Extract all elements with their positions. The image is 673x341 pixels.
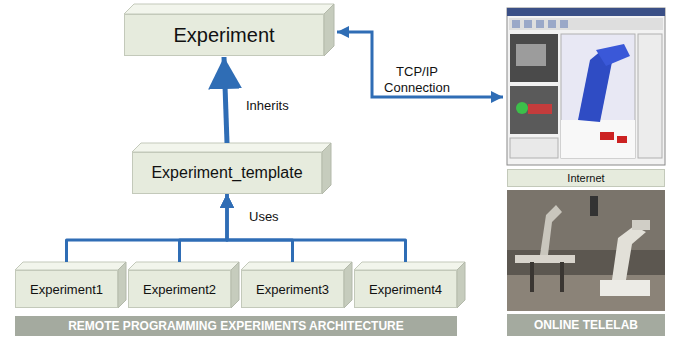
photo-table-leg: [560, 262, 564, 292]
node-label: Internet: [567, 172, 604, 184]
box-top-face: [241, 262, 352, 270]
node-label: Experiment1: [30, 282, 103, 297]
box-top-face: [124, 4, 334, 14]
edge-label: Uses: [247, 210, 281, 225]
toolbar-icon: [536, 20, 544, 28]
photo-robot: [612, 226, 646, 280]
box-side-face: [344, 262, 352, 308]
uses-connector: [227, 194, 293, 262]
window-toolbar: [509, 18, 663, 30]
box-top-face: [128, 262, 239, 270]
node-label: ONLINE TELELAB: [534, 318, 638, 332]
3d-view: [561, 34, 635, 158]
node-label: Experiment: [173, 24, 274, 47]
robot-arm-model: [596, 44, 630, 66]
experiment-box: Experiment1: [15, 270, 118, 308]
camera-marker: [516, 102, 528, 114]
experiment-box: Experiment4: [354, 270, 457, 308]
photo-background: [507, 190, 665, 311]
edge-label: Inherits: [244, 99, 291, 114]
toolbar-icon: [512, 20, 520, 28]
photo-robot-head: [632, 220, 650, 230]
window-frame: [507, 8, 665, 165]
photo-table: [515, 255, 575, 263]
architecture-band: REMOTE PROGRAMMING EXPERIMENTS ARCHITECT…: [15, 316, 457, 336]
box-top-face: [15, 262, 126, 270]
box-side-face: [324, 4, 334, 56]
side-panel: [638, 34, 662, 158]
photo-robot-table: [600, 280, 650, 296]
connection-label: TCP/IP Connection: [380, 64, 454, 95]
box-top-face: [132, 143, 331, 152]
class-box: Experiment: [124, 14, 324, 56]
inherits-arrow: [224, 57, 227, 143]
3d-floor: [561, 120, 635, 158]
class-box: Experiment_template: [132, 152, 322, 194]
photo-camera: [590, 196, 598, 216]
camera-view: [510, 86, 558, 134]
experiment-box: Experiment3: [241, 270, 344, 308]
node-label: Experiment_template: [151, 164, 302, 182]
experiment-box: Experiment2: [128, 270, 231, 308]
box-side-face: [231, 262, 239, 308]
camera-view: [510, 34, 558, 82]
node-label: Experiment2: [143, 282, 216, 297]
photo-table-leg: [530, 262, 534, 292]
uses-connector: [67, 194, 228, 262]
3d-object: [600, 132, 614, 140]
photo-wall: [507, 190, 665, 250]
client-screenshot: [507, 8, 665, 165]
box-side-face: [457, 262, 465, 308]
camera-object: [528, 104, 552, 114]
box-side-face: [322, 143, 331, 194]
tcp-connection-line: [337, 32, 503, 97]
control-panel: [510, 138, 558, 158]
uses-connector: [180, 194, 228, 262]
lab-photo: [507, 190, 665, 311]
box-top-face: [354, 262, 465, 270]
toolbar-icon: [548, 20, 556, 28]
photo-robot: [540, 205, 562, 255]
box-extrusions: [15, 4, 465, 308]
internet-band: Internet: [507, 169, 665, 187]
node-label: Experiment3: [256, 282, 329, 297]
window-titlebar: [507, 8, 665, 16]
camera-robot: [516, 44, 546, 66]
uses-connector: [227, 194, 406, 262]
telelab-band: ONLINE TELELAB: [507, 314, 665, 336]
node-label: REMOTE PROGRAMMING EXPERIMENTS ARCHITECT…: [68, 319, 404, 333]
3d-object: [617, 136, 627, 143]
box-side-face: [118, 262, 126, 308]
toolbar-icon: [560, 20, 568, 28]
toolbar-icon: [524, 20, 532, 28]
node-label: Experiment4: [369, 282, 442, 297]
